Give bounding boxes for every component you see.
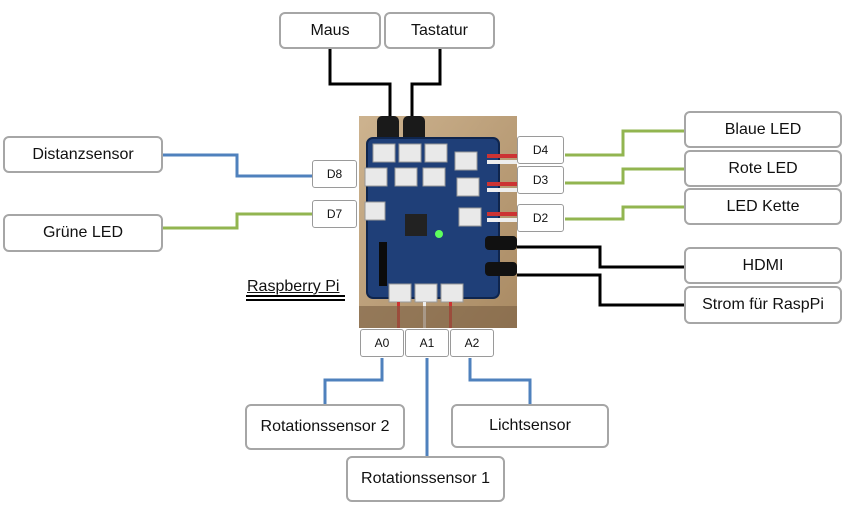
- port-d8: D8: [312, 160, 357, 188]
- distanzsensor-box: Distanzsensor: [3, 136, 163, 173]
- port-d3: D3: [517, 166, 564, 194]
- blaue-led-box: Blaue LED: [684, 111, 842, 148]
- wire-rote-led: [565, 167, 684, 185]
- tastatur-box: Tastatur: [384, 12, 495, 49]
- port-a0: A0: [360, 329, 404, 357]
- board-illustration: [359, 116, 517, 328]
- gruene-led-box: Grüne LED: [3, 214, 163, 252]
- strom-box: Strom für RaspPi: [684, 286, 842, 324]
- rotationssensor-2-box: Rotationssensor 2: [245, 404, 405, 450]
- rotationssensor-1-box: Rotationssensor 1: [346, 456, 505, 502]
- rote-led-box: Rote LED: [684, 150, 842, 187]
- port-d4: D4: [517, 136, 564, 164]
- wire-maus: [328, 48, 392, 118]
- port-d7: D7: [312, 200, 357, 228]
- port-a1: A1: [405, 329, 449, 357]
- wire-gruene-led: [162, 212, 312, 230]
- hdmi-box: HDMI: [684, 247, 842, 284]
- wire-lichtsensor: [468, 358, 532, 404]
- port-a2: A2: [450, 329, 494, 357]
- wire-hdmi: [517, 245, 684, 269]
- wire-rotationssensor-2: [323, 358, 384, 404]
- wire-tastatur: [410, 48, 442, 118]
- wire-strom: [517, 273, 684, 307]
- lichtsensor-box: Lichtsensor: [451, 404, 609, 448]
- maus-box: Maus: [279, 12, 381, 49]
- port-d2: D2: [517, 204, 564, 232]
- wire-led-kette: [565, 205, 684, 221]
- wire-distanzsensor: [162, 153, 312, 178]
- led-kette-box: LED Kette: [684, 188, 842, 225]
- grovepi-board-photo: [359, 116, 517, 328]
- raspberry-pi-label: Raspberry Pi: [247, 278, 340, 295]
- wire-blaue-led: [565, 129, 684, 157]
